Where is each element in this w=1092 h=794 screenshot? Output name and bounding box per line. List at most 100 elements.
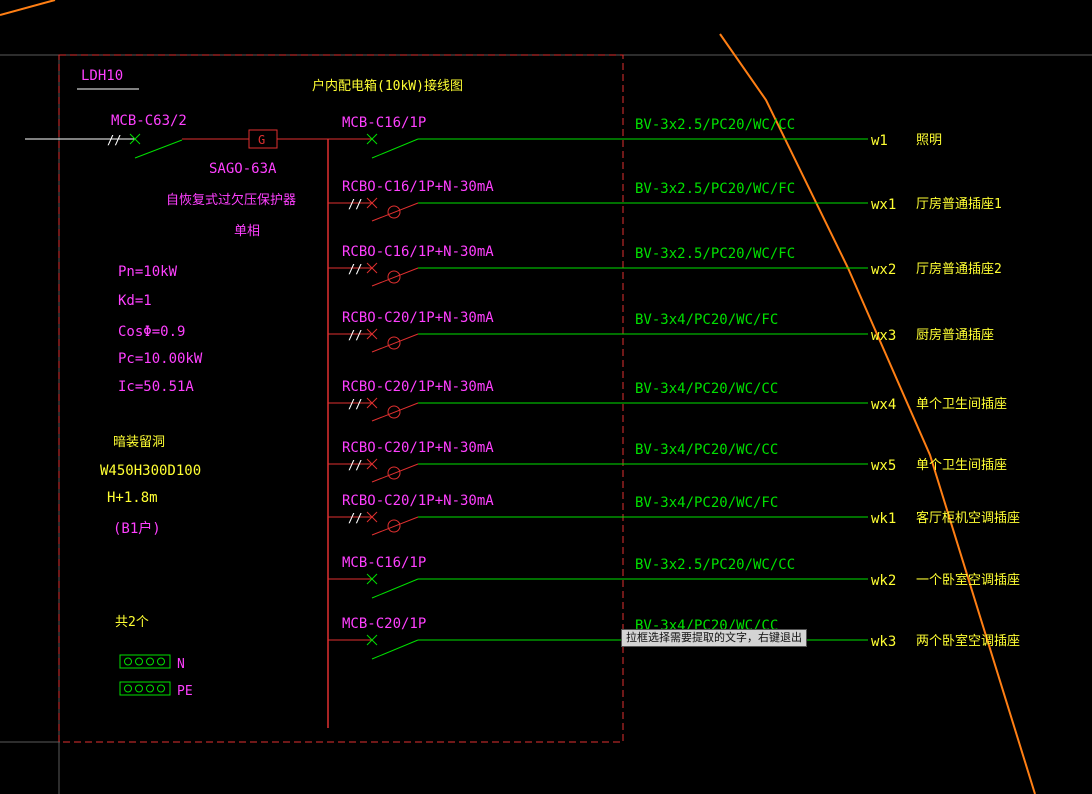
breaker-label: RCBO-C16/1P+N-30mA — [342, 179, 494, 195]
circuit-code: wx1 — [871, 197, 896, 213]
circuit-description: 厅房普通插座1 — [916, 196, 1002, 212]
breaker-contact — [371, 639, 419, 660]
install-height: H+1.8m — [107, 490, 158, 506]
circuit-description: 厅房普通插座2 — [916, 261, 1002, 277]
terminal-pe-dot — [157, 684, 165, 693]
protector-description: 自恢复式过欠压保护器 — [166, 192, 296, 208]
breaker-x-icon — [366, 133, 378, 145]
circuit-code: wx5 — [871, 458, 896, 474]
breaker-contact — [371, 333, 419, 353]
panel-title: 户内配电箱(10kW)接线图 — [312, 78, 463, 94]
protector-model: SAGO-63A — [209, 161, 277, 177]
param-cos: CosΦ=0.9 — [118, 324, 185, 340]
breaker-x-icon — [366, 458, 378, 470]
main-breaker-contact — [134, 139, 183, 159]
cable-spec: BV-3x4/PC20/WC/CC — [635, 442, 778, 458]
terminal-pe-dot — [135, 684, 143, 693]
circuit-description: 照明 — [916, 133, 942, 148]
circuit-code: wx2 — [871, 262, 896, 278]
breaker-contact — [371, 202, 419, 222]
breaker-label: MCB-C20/1P — [342, 616, 426, 632]
breaker-x-icon — [366, 573, 378, 585]
circuit-code: wk3 — [871, 634, 896, 650]
protector-symbol: G — [258, 133, 265, 147]
terminal-pe-label: PE — [177, 684, 193, 699]
install-type: 暗装留洞 — [113, 435, 165, 450]
circuit-code: wk1 — [871, 511, 896, 527]
breaker-x-icon — [366, 397, 378, 409]
breaker-contact — [371, 402, 419, 422]
cable-spec: BV-3x2.5/PC20/WC/FC — [635, 181, 795, 197]
circuit-description: 单个卫生间插座 — [916, 458, 1007, 473]
breaker-label: MCB-C16/1P — [342, 115, 426, 131]
load-params: Pn=10kW Kd=1 CosΦ=0.9 Pc=10.00kW Ic=50.5… — [118, 264, 203, 395]
orange-line-top — [0, 0, 56, 16]
protector-box[interactable] — [248, 129, 278, 149]
terminal-n-dot — [146, 657, 154, 666]
breaker-contact — [371, 138, 419, 159]
rcd-circle-icon — [387, 205, 401, 219]
install-info: 暗装留洞 W450H300D100 H+1.8m (B1户) — [100, 435, 201, 537]
circuit-description: 客厅柜机空调插座 — [916, 510, 1020, 526]
breaker-x-icon — [366, 262, 378, 274]
terminal-pe[interactable]: PE — [119, 681, 193, 699]
rcd-circle-icon — [387, 466, 401, 480]
breaker-contact — [371, 463, 419, 483]
neutral-slash-mark: // — [348, 197, 362, 211]
breaker-x-icon — [366, 511, 378, 523]
terminal-n-dot — [124, 657, 132, 666]
neutral-slash-mark: // — [348, 511, 362, 525]
breaker-contact — [371, 516, 419, 536]
protector-note: 单相 — [234, 224, 260, 239]
terminal-pe-dot — [146, 684, 154, 693]
panel-id-label: LDH10 — [81, 68, 123, 84]
breaker-x-icon — [366, 197, 378, 209]
terminal-pe-strip — [119, 681, 171, 696]
circuit-description: 两个卧室空调插座 — [916, 633, 1020, 649]
panel-dashed-border — [58, 54, 624, 743]
count-note: 共2个 — [115, 615, 149, 630]
install-unit: (B1户) — [113, 520, 161, 537]
rcd-circle-icon — [387, 336, 401, 350]
breaker-label: RCBO-C20/1P+N-30mA — [342, 379, 494, 395]
breaker-label: RCBO-C20/1P+N-30mA — [342, 493, 494, 509]
cable-spec: BV-3x2.5/PC20/WC/CC — [635, 557, 795, 573]
neutral-slash-mark: // — [348, 458, 362, 472]
cable-spec: BV-3x2.5/PC20/WC/FC — [635, 246, 795, 262]
breaker-label: RCBO-C20/1P+N-30mA — [342, 310, 494, 326]
breaker-contact — [371, 578, 419, 599]
neutral-slash-mark: // — [348, 397, 362, 411]
cable-spec: BV-3x2.5/PC20/WC/CC — [635, 117, 795, 133]
breaker-label: RCBO-C20/1P+N-30mA — [342, 440, 494, 456]
rcd-circle-icon — [387, 270, 401, 284]
circuit-description: 单个卫生间插座 — [916, 397, 1007, 412]
neutral-slash-mark: // — [348, 328, 362, 342]
cable-spec: BV-3x4/PC20/WC/FC — [635, 312, 778, 328]
main-breaker-label: MCB-C63/2 — [111, 113, 187, 129]
circuit-code: w1 — [871, 133, 888, 149]
main-breaker-x2 — [129, 133, 141, 145]
breaker-x-icon — [366, 634, 378, 646]
branch-circuits: MCB-C16/1P BV-3x2.5/PC20/WC/CC w1 照明 RCBO-C1… — [328, 115, 1020, 660]
rcd-circle-icon — [387, 519, 401, 533]
param-ic: Ic=50.51A — [118, 379, 194, 395]
breaker-label: RCBO-C16/1P+N-30mA — [342, 244, 494, 260]
breaker-label: MCB-C16/1P — [342, 555, 426, 571]
install-size: W450H300D100 — [100, 463, 201, 479]
circuit-code: wx4 — [871, 397, 896, 413]
terminal-n[interactable]: N — [119, 654, 185, 672]
terminal-n-strip — [119, 654, 171, 669]
circuit-description: 厨房普通插座 — [916, 327, 994, 343]
breaker-contact — [371, 267, 419, 287]
neutral-slash-mark: // — [348, 262, 362, 276]
circuit-code: wk2 — [871, 573, 896, 589]
circuit-description: 一个卧室空调插座 — [916, 572, 1020, 588]
selection-hint-tooltip: 拉框选择需要提取的文字，右键退出 — [621, 629, 807, 647]
cable-spec: BV-3x4/PC20/WC/CC — [635, 381, 778, 397]
param-kd: Kd=1 — [118, 293, 152, 309]
incoming-slash-mark: // — [107, 133, 121, 147]
circuit-code: wx3 — [871, 328, 896, 344]
cable-spec: BV-3x4/PC20/WC/FC — [635, 495, 778, 511]
terminal-n-dot — [135, 657, 143, 666]
